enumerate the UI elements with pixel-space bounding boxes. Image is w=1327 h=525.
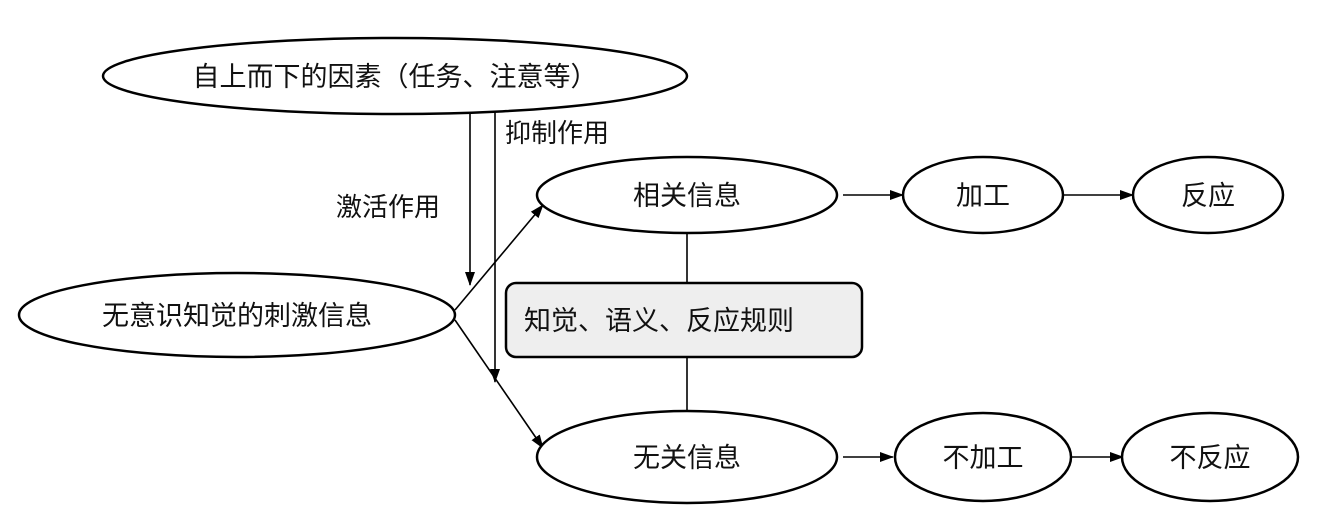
top-down-factors-node [101, 36, 689, 116]
process-label: 加工 [956, 181, 1010, 212]
relevant-info-node [535, 155, 839, 235]
respond-node [1131, 155, 1285, 235]
no-respond-label: 不反应 [1170, 443, 1251, 474]
rules-box [504, 281, 864, 359]
edges [454, 112, 1134, 462]
top-down-factors-label: 自上而下的因素（任务、注意等） [193, 62, 598, 93]
irrelevant-info-node [535, 409, 839, 505]
node-labels: 自上而下的因素（任务、注意等） 无意识知觉的刺激信息 相关信息 无关信息 加工 … [102, 62, 1251, 474]
relevant-info-label: 相关信息 [633, 181, 741, 212]
no-respond-node [1120, 411, 1300, 503]
no-process-label: 不加工 [943, 443, 1024, 474]
activation-label: 激活作用 [336, 193, 440, 223]
stimulus-to-irrelevant-arrow [454, 319, 544, 449]
stimulus-label: 无意识知觉的刺激信息 [102, 301, 372, 332]
edge-labels: 激活作用 抑制作用 [336, 119, 609, 223]
stimulus-node [17, 271, 457, 359]
stimulus-to-relevant-arrow [454, 204, 544, 311]
rules-label: 知觉、语义、反应规则 [524, 306, 794, 337]
respond-label: 反应 [1181, 181, 1235, 212]
no-process-node [893, 411, 1073, 503]
irrelevant-info-label: 无关信息 [633, 443, 741, 474]
process-node [901, 155, 1065, 235]
nodes [17, 36, 1300, 505]
inhibition-label: 抑制作用 [505, 119, 609, 149]
